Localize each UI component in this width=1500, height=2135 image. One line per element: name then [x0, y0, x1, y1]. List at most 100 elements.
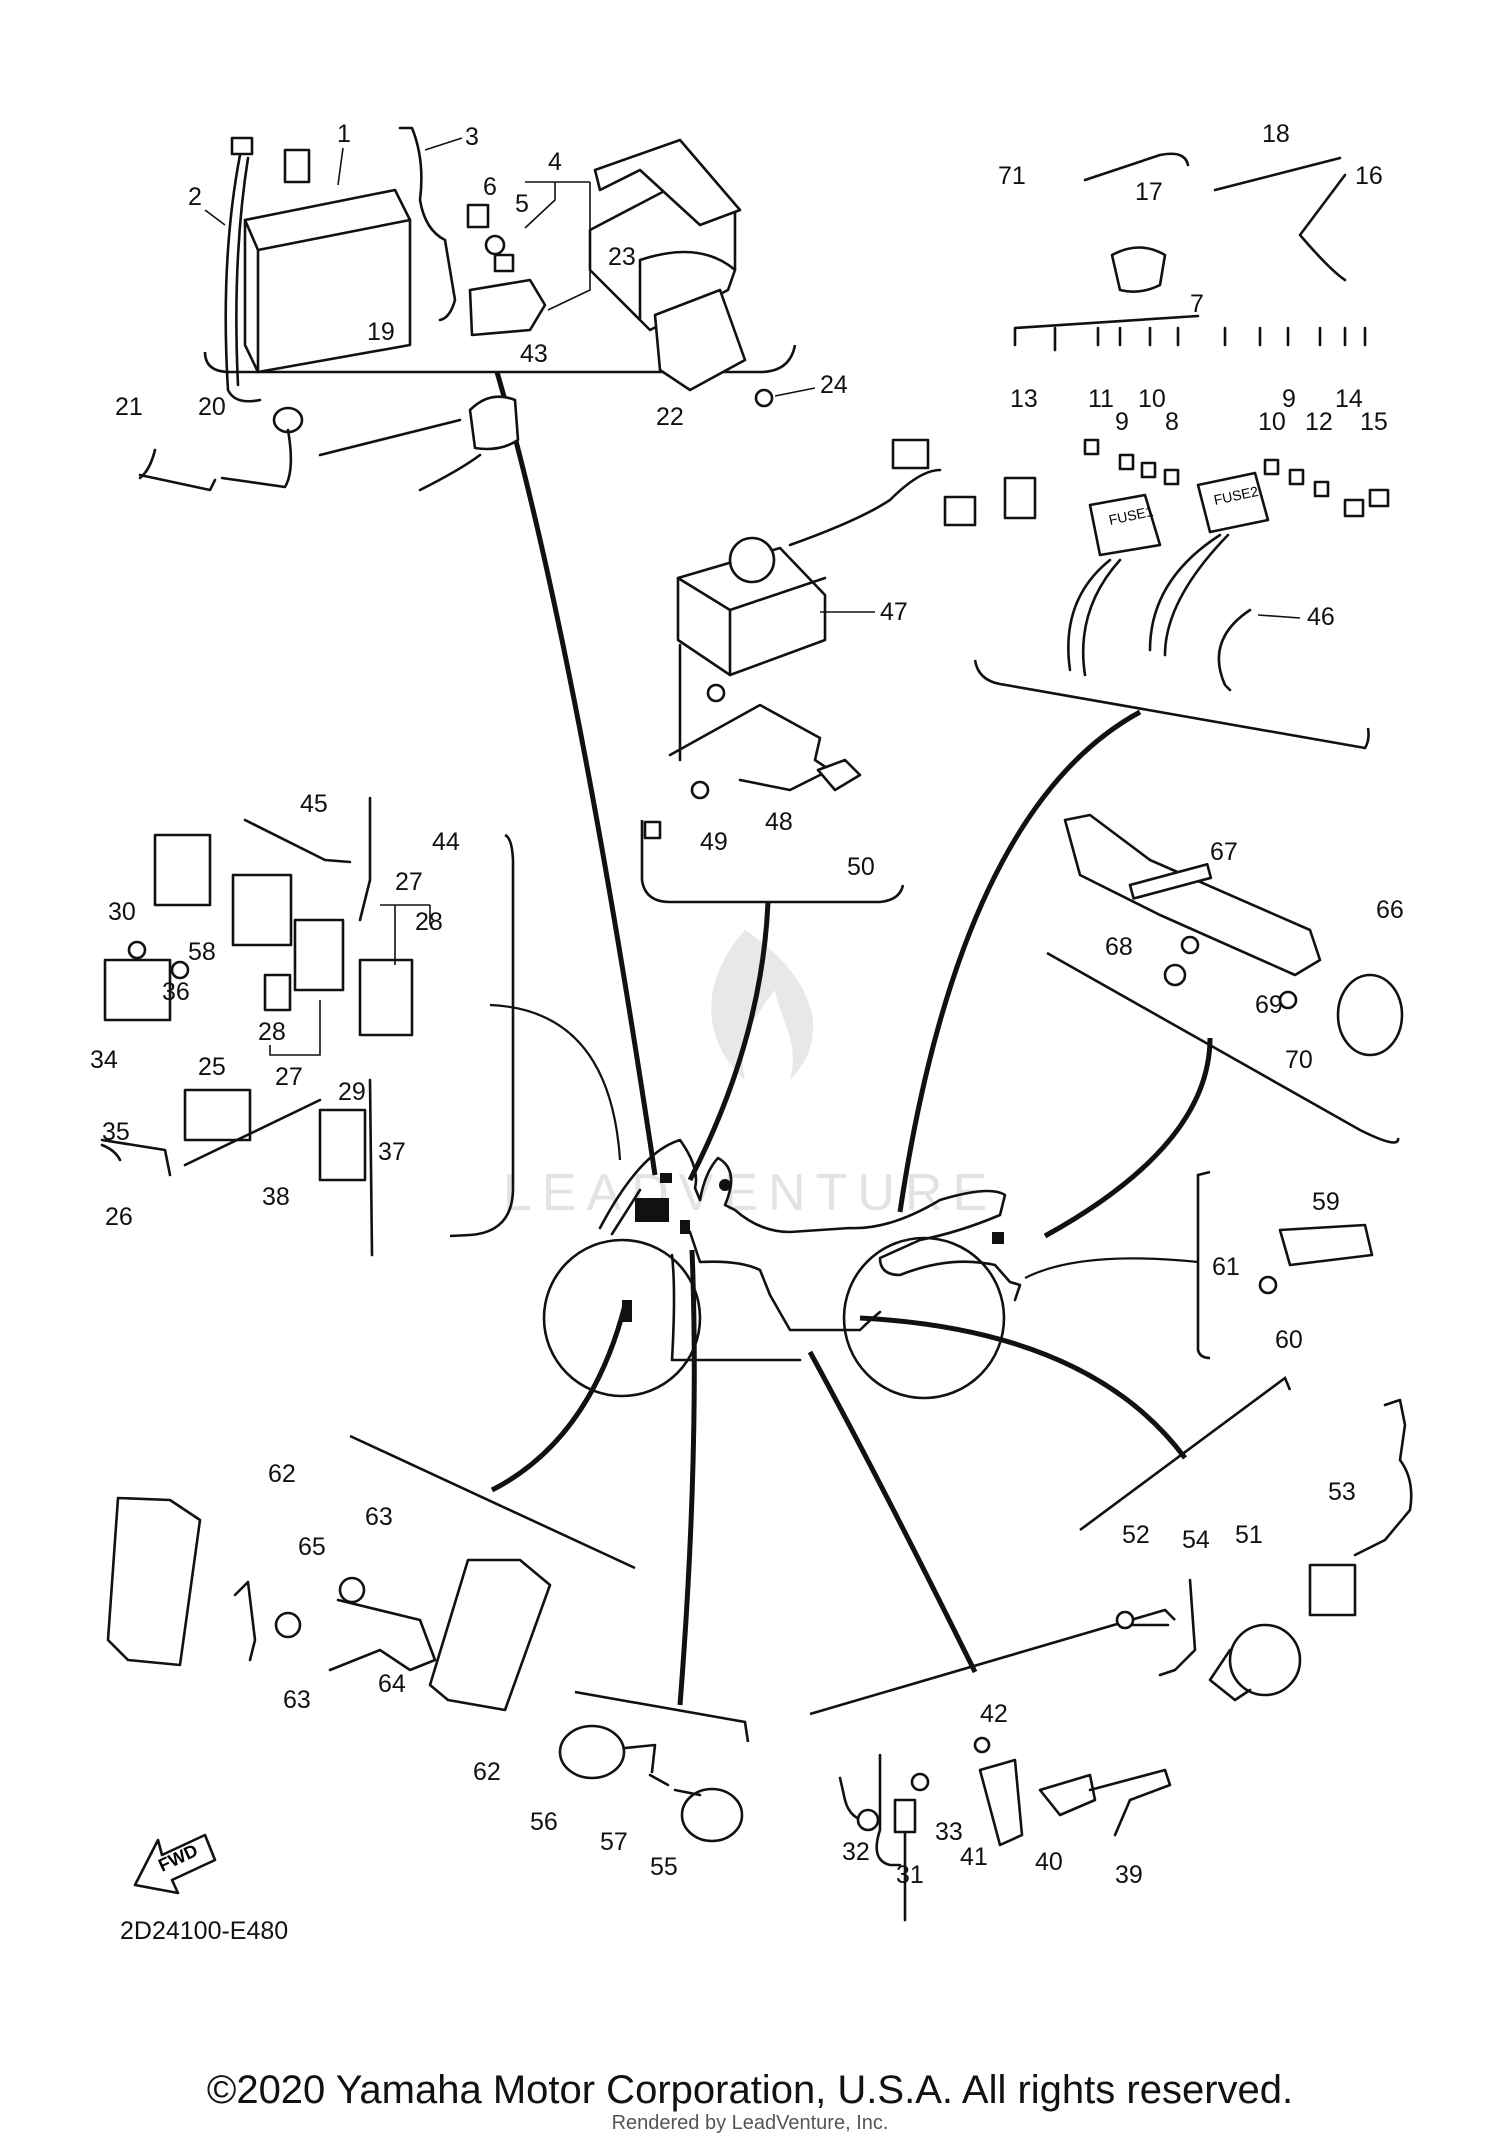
diagram-code: 2D24100-E480	[120, 1917, 289, 1945]
callout-26: 26	[105, 1203, 133, 1231]
callout-68: 68	[1105, 933, 1133, 961]
battery-assembly	[138, 126, 774, 492]
callout-27a: 27	[395, 868, 423, 896]
callout-34: 34	[90, 1046, 118, 1074]
group-panel-license-light	[1046, 951, 1400, 1144]
callout-21: 21	[115, 393, 143, 421]
copyright-notice: ©2020 Yamaha Motor Corporation, U.S.A. A…	[206, 2068, 1294, 2112]
callout-13: 13	[1010, 385, 1038, 413]
callout-44: 44	[432, 828, 460, 856]
callout-65: 65	[298, 1533, 326, 1561]
reflector-rear-callouts: 59 60 61	[1212, 1188, 1340, 1354]
callout-20: 20	[198, 393, 226, 421]
connector-license-light	[1043, 1037, 1213, 1239]
callout-45: 45	[300, 790, 328, 818]
group-panel-horns	[574, 1690, 750, 1743]
callout-14: 14	[1335, 385, 1363, 413]
callout-53: 53	[1328, 1478, 1356, 1506]
callout-66: 66	[1376, 896, 1404, 924]
relays-assembly	[100, 796, 414, 1257]
rendered-by: Rendered by LeadVenture, Inc.	[611, 2112, 889, 2134]
throttle-sensor-assembly	[1115, 1398, 1413, 1702]
callout-35: 35	[102, 1118, 130, 1146]
callout-46: 46	[1307, 603, 1335, 631]
callout-10b: 10	[1258, 408, 1286, 436]
brake-switch-callouts: 31 32 33 39 40 41 42	[842, 1700, 1143, 1889]
callout-57: 57	[600, 1828, 628, 1856]
callout-63b: 63	[283, 1686, 311, 1714]
callout-2: 2	[188, 183, 202, 211]
callout-60: 60	[1275, 1326, 1303, 1354]
group-panel-throttle-sensor	[1079, 1375, 1292, 1532]
callout-38: 38	[262, 1183, 290, 1211]
callout-22: 22	[656, 403, 684, 431]
callout-43: 43	[520, 340, 548, 368]
reflector-rear-assembly	[1258, 1223, 1374, 1295]
reflectors-front-assembly	[106, 1496, 552, 1712]
callout-55: 55	[650, 1853, 678, 1881]
callout-50: 50	[847, 853, 875, 881]
group-panel-ecu	[640, 820, 905, 904]
fuse-callouts: 7 8 9 9 10 10 11 12 13 14 15 16 17 18 46…	[998, 120, 1388, 631]
callout-24: 24	[820, 371, 848, 399]
callout-6: 6	[483, 173, 497, 201]
callout-25: 25	[198, 1053, 226, 1081]
connector-reflector-rear	[1024, 1257, 1199, 1279]
callout-16: 16	[1355, 162, 1383, 190]
callout-48: 48	[765, 808, 793, 836]
callout-1: 1	[337, 120, 351, 148]
connector-fuse-box	[897, 709, 1142, 1213]
group-panel-relays	[449, 833, 515, 1238]
connector-horns	[677, 1249, 697, 1706]
reflectors-front-callouts: 62 62 63 63 64 65	[268, 1460, 501, 1786]
callout-27b: 27	[275, 1063, 303, 1091]
fuse-box-assembly: FUSE1 FUSE2	[1003, 152, 1390, 692]
license-light-callouts: 66 67 68 69 70	[1105, 838, 1404, 1074]
callout-41: 41	[960, 1843, 988, 1871]
motorcycle-outline	[542, 1138, 1022, 1400]
callout-19: 19	[367, 318, 395, 346]
connector-relays	[489, 1003, 622, 1161]
callout-51: 51	[1235, 1521, 1263, 1549]
callout-33: 33	[935, 1818, 963, 1846]
callout-28b: 28	[258, 1018, 286, 1046]
connector-battery	[494, 371, 658, 1176]
callout-58: 58	[188, 938, 216, 966]
callout-5: 5	[515, 190, 529, 218]
callout-62b: 62	[473, 1758, 501, 1786]
callout-18: 18	[1262, 120, 1290, 148]
callout-32: 32	[842, 1838, 870, 1866]
group-panel-fuse-box	[973, 659, 1370, 750]
callout-15: 15	[1360, 408, 1388, 436]
callout-10a: 10	[1138, 385, 1166, 413]
group-panel-reflectors-front	[349, 1434, 636, 1570]
callout-31: 31	[896, 1861, 924, 1889]
callout-67: 67	[1210, 838, 1238, 866]
callout-52: 52	[1122, 1521, 1150, 1549]
fwd-arrow: FWD	[133, 1833, 217, 1895]
callout-62a: 62	[268, 1460, 296, 1488]
horns-callouts: 55 56 57	[530, 1808, 678, 1881]
callout-70: 70	[1285, 1046, 1313, 1074]
connector-ecu	[687, 901, 771, 1182]
callout-71: 71	[998, 162, 1026, 190]
horns-assembly	[558, 1724, 744, 1843]
battery-callouts: 1 2 3 4 5 6 19 20 21 22 23 24 43	[115, 120, 848, 431]
callout-61: 61	[1212, 1253, 1240, 1281]
relays-callouts: 25 26 27 27 28 28 29 30 34 35 36 37 38 4…	[90, 790, 460, 1231]
callout-17: 17	[1135, 178, 1163, 206]
callout-29: 29	[338, 1078, 366, 1106]
callout-12: 12	[1305, 408, 1333, 436]
connector-brake-switch	[807, 1350, 978, 1674]
callout-30: 30	[108, 898, 136, 926]
brake-switch-assembly	[838, 1736, 1172, 1922]
callout-63a: 63	[365, 1503, 393, 1531]
callout-36: 36	[162, 978, 190, 1006]
callout-54: 54	[1182, 1526, 1210, 1554]
ecu-callouts: 47 48 49 50	[700, 598, 908, 881]
callout-39: 39	[1115, 1861, 1143, 1889]
callout-7: 7	[1190, 290, 1204, 318]
callout-8: 8	[1165, 408, 1179, 436]
callout-28a: 28	[415, 908, 443, 936]
callout-40: 40	[1035, 1848, 1063, 1876]
